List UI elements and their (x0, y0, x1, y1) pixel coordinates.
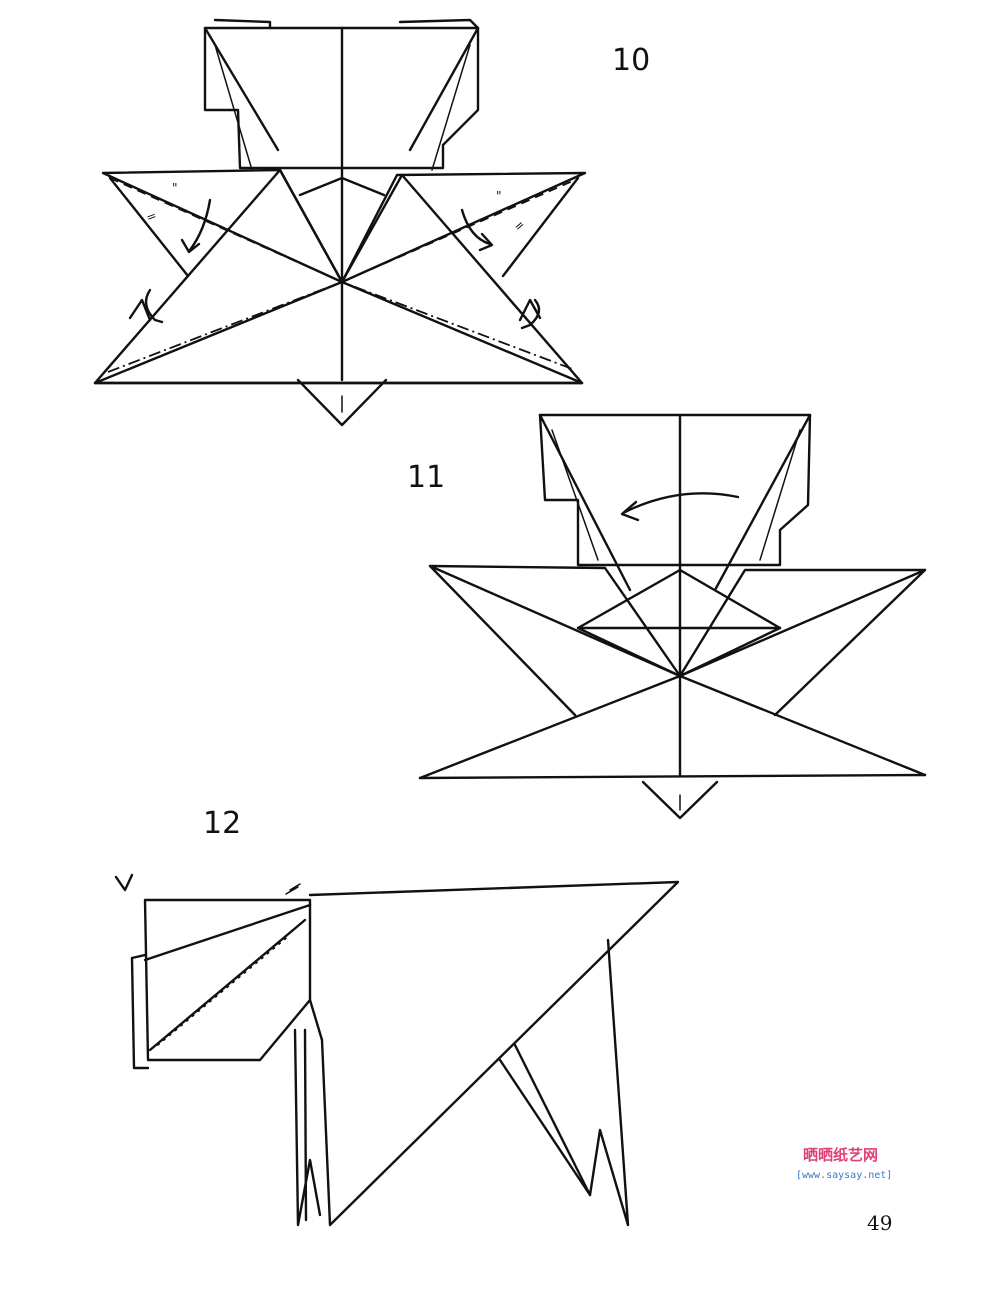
step-11-number: 11 (407, 460, 445, 495)
watermark-url: [www.saysay.net] (796, 1170, 892, 1181)
step-10-number: 10 (612, 43, 650, 78)
watermark-site-name: 晒晒纸艺网 (803, 1146, 878, 1164)
page-number: 49 (867, 1211, 892, 1235)
step-12-number: 12 (203, 806, 241, 841)
fold-mark-right: = (511, 217, 528, 234)
fold-quote-right: " (496, 189, 502, 203)
watermark: 晒晒纸艺网 [www.saysay.net] (796, 1146, 892, 1181)
fold-mark-left: = (144, 208, 158, 225)
step-10-diagram: 10 = = (93, 18, 650, 427)
step-11-diagram: 11 (407, 413, 927, 820)
fold-quote-left: " (172, 181, 178, 195)
step-12-diagram: 12 (114, 806, 680, 1227)
